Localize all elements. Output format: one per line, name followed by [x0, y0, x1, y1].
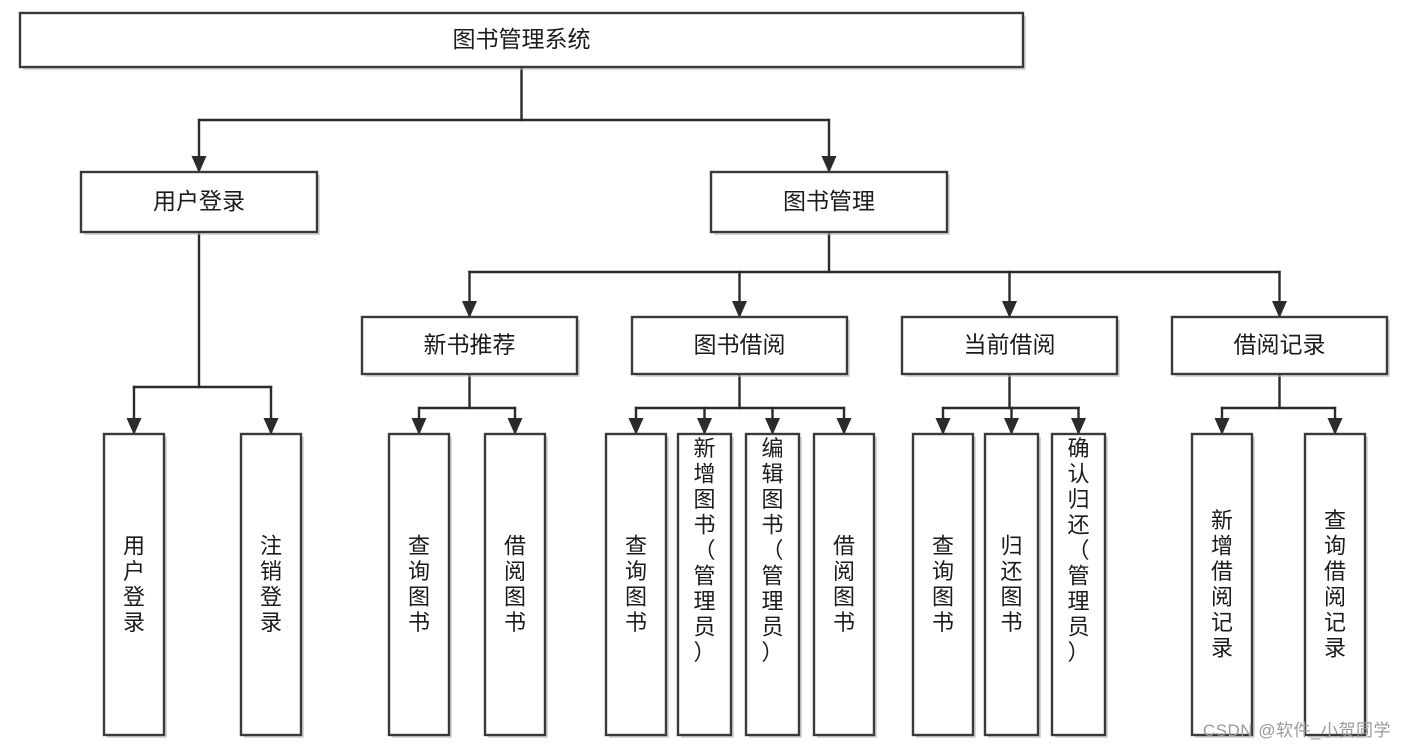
node-rect[interactable]: [18, 11, 1025, 69]
node-label: 查询图书: [408, 533, 430, 635]
node-leaf-query-book-borrow[interactable]: 查询图书: [604, 432, 669, 738]
node-label: 查询图书: [625, 533, 647, 635]
arrow-head-icon: [697, 418, 712, 435]
node-leaf-logout[interactable]: 注销登录: [239, 432, 304, 738]
node-leaf-add-record[interactable]: 新增借阅记录: [1190, 432, 1255, 738]
node-label: 借阅记录: [1234, 332, 1326, 358]
node-borrow-records[interactable]: 借阅记录: [1170, 315, 1390, 377]
arrow-head-icon: [821, 156, 837, 173]
node-rect[interactable]: [102, 432, 166, 737]
node-leaf-add-book[interactable]: 新增图书（管理员）: [676, 432, 734, 738]
node-book-borrow[interactable]: 图书借阅: [630, 315, 850, 377]
connectors-layer: [126, 65, 1343, 435]
arrow-head-icon: [836, 418, 852, 435]
arrow-head-icon: [1002, 301, 1017, 318]
node-leaf-query-record[interactable]: 查询借阅记录: [1303, 432, 1368, 738]
node-rect[interactable]: [604, 432, 668, 737]
node-rect[interactable]: [1190, 432, 1254, 737]
node-label: 确认归还（管理员）: [1067, 436, 1089, 665]
node-leaf-user-login[interactable]: 用户登录: [102, 432, 167, 738]
arrow-head-icon: [191, 156, 207, 173]
arrow-head-icon: [1004, 418, 1019, 435]
node-rect[interactable]: [983, 432, 1040, 737]
node-leaf-edit-book[interactable]: 编辑图书（管理员）: [744, 432, 802, 738]
arrow-head-icon: [628, 418, 644, 435]
watermark-label: CSDN @软件_小贺同学: [1202, 721, 1391, 740]
node-label: 用户登录: [123, 533, 145, 635]
node-label: 归还图书: [1000, 533, 1022, 635]
node-label: 图书管理系统: [453, 26, 591, 52]
node-rect[interactable]: [900, 315, 1119, 376]
node-label: 当前借阅: [964, 332, 1056, 358]
node-label: 注销登录: [260, 533, 282, 635]
node-leaf-return-book[interactable]: 归还图书: [983, 432, 1041, 738]
node-leaf-borrow-book-rec[interactable]: 借阅图书: [483, 432, 548, 738]
node-rect[interactable]: [1303, 432, 1367, 737]
node-label: 编辑图书（管理员）: [761, 436, 783, 665]
node-rect[interactable]: [630, 315, 849, 376]
node-rect[interactable]: [812, 432, 876, 737]
arrow-head-icon: [1327, 418, 1343, 435]
node-label: 新增借阅记录: [1211, 508, 1233, 661]
node-leaf-confirm-return[interactable]: 确认归还（管理员）: [1050, 432, 1108, 738]
node-label: 新书推荐: [424, 332, 516, 358]
node-label: 图书借阅: [694, 332, 786, 358]
node-label: 借阅图书: [504, 533, 526, 635]
arrow-head-icon: [126, 418, 142, 435]
node-label: 用户登录: [153, 188, 245, 214]
node-rect[interactable]: [1170, 315, 1389, 376]
node-label: 图书管理: [783, 188, 875, 214]
node-rect[interactable]: [483, 432, 547, 737]
node-user-login[interactable]: 用户登录: [79, 170, 320, 235]
nodes-layer: 图书管理系统用户登录图书管理新书推荐图书借阅当前借阅借阅记录用户登录注销登录查询…: [18, 11, 1390, 738]
node-rect[interactable]: [744, 432, 801, 737]
node-label: 借阅图书: [833, 533, 855, 635]
node-rect[interactable]: [1050, 432, 1107, 737]
node-label: 查询图书: [932, 533, 954, 635]
node-current-borrow[interactable]: 当前借阅: [900, 315, 1120, 377]
arrow-head-icon: [462, 301, 477, 318]
arrow-head-icon: [411, 418, 427, 435]
node-leaf-query-book-rec[interactable]: 查询图书: [387, 432, 452, 738]
node-label: 查询借阅记录: [1324, 508, 1346, 661]
node-leaf-borrow-book[interactable]: 借阅图书: [812, 432, 877, 738]
node-rect[interactable]: [387, 432, 451, 737]
node-rect[interactable]: [911, 432, 975, 737]
node-root-root[interactable]: 图书管理系统: [18, 11, 1026, 70]
arrow-head-icon: [1214, 418, 1230, 435]
node-rect[interactable]: [676, 432, 733, 737]
node-rect[interactable]: [709, 170, 949, 234]
arrow-head-icon: [1071, 418, 1086, 435]
node-rect[interactable]: [360, 315, 579, 376]
node-leaf-query-book-current[interactable]: 查询图书: [911, 432, 976, 738]
node-rect[interactable]: [79, 170, 319, 234]
arrow-head-icon: [765, 418, 780, 435]
node-rect[interactable]: [239, 432, 303, 737]
node-label: 新增图书（管理员）: [693, 436, 715, 665]
arrow-head-icon: [732, 301, 747, 318]
arrow-head-icon: [935, 418, 951, 435]
arrow-head-icon: [507, 418, 523, 435]
arrow-head-icon: [1272, 301, 1287, 318]
arrow-head-icon: [263, 418, 279, 435]
node-new-book-recommend[interactable]: 新书推荐: [360, 315, 580, 377]
node-book-management[interactable]: 图书管理: [709, 170, 950, 235]
